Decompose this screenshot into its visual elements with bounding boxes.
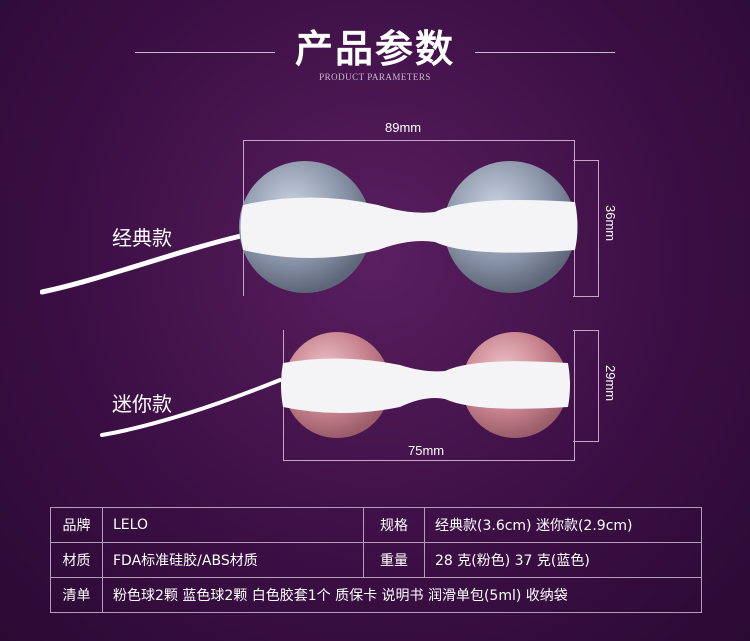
- material-value: FDA标准硅胶/ABS材质: [102, 542, 364, 578]
- divider-left: [135, 52, 275, 53]
- table-row: 材质 FDA标准硅胶/ABS材质 重量 28 克(粉色) 37 克(蓝色): [50, 542, 702, 578]
- header: 产品参数 PRODUCT PARAMETERS: [0, 0, 750, 95]
- mini-height-bracket: [573, 330, 599, 442]
- mini-product-image: [100, 332, 570, 438]
- list-key: 清单: [50, 577, 103, 613]
- mini-label: 迷你款: [112, 392, 172, 416]
- mini-width-label: 75mm: [408, 443, 445, 458]
- classic-height-bracket: [573, 160, 599, 297]
- page-title: 产品参数: [294, 26, 455, 71]
- list-value: 粉色球2颗 蓝色球2颗 白色胶套1个 质保卡 说明书 润滑单包(5ml) 收纳袋: [102, 577, 702, 613]
- classic-height-label: 36mm: [603, 205, 618, 242]
- classic-width-label: 89mm: [385, 120, 422, 135]
- weight-key: 重量: [363, 542, 425, 578]
- table-row: 清单 粉色球2颗 蓝色球2颗 白色胶套1个 质保卡 说明书 润滑单包(5ml) …: [50, 577, 702, 613]
- material-key: 材质: [50, 542, 103, 578]
- brand-key: 品牌: [50, 507, 103, 543]
- mini-height-label: 29mm: [603, 365, 618, 402]
- brand-value: LELO: [102, 507, 364, 543]
- weight-value: 28 克(粉色) 37 克(蓝色): [424, 542, 702, 578]
- page-subtitle: PRODUCT PARAMETERS: [319, 72, 431, 82]
- divider-right: [475, 52, 615, 53]
- classic-product-image: [40, 161, 578, 295]
- size-key: 规格: [363, 507, 425, 543]
- size-value: 经典款(3.6cm) 迷你款(2.9cm): [424, 507, 702, 543]
- classic-label: 经典款: [112, 226, 172, 250]
- table-row: 品牌 LELO 规格 经典款(3.6cm) 迷你款(2.9cm): [50, 507, 702, 543]
- spec-table: 品牌 LELO 规格 经典款(3.6cm) 迷你款(2.9cm) 材质 FDA标…: [50, 507, 702, 613]
